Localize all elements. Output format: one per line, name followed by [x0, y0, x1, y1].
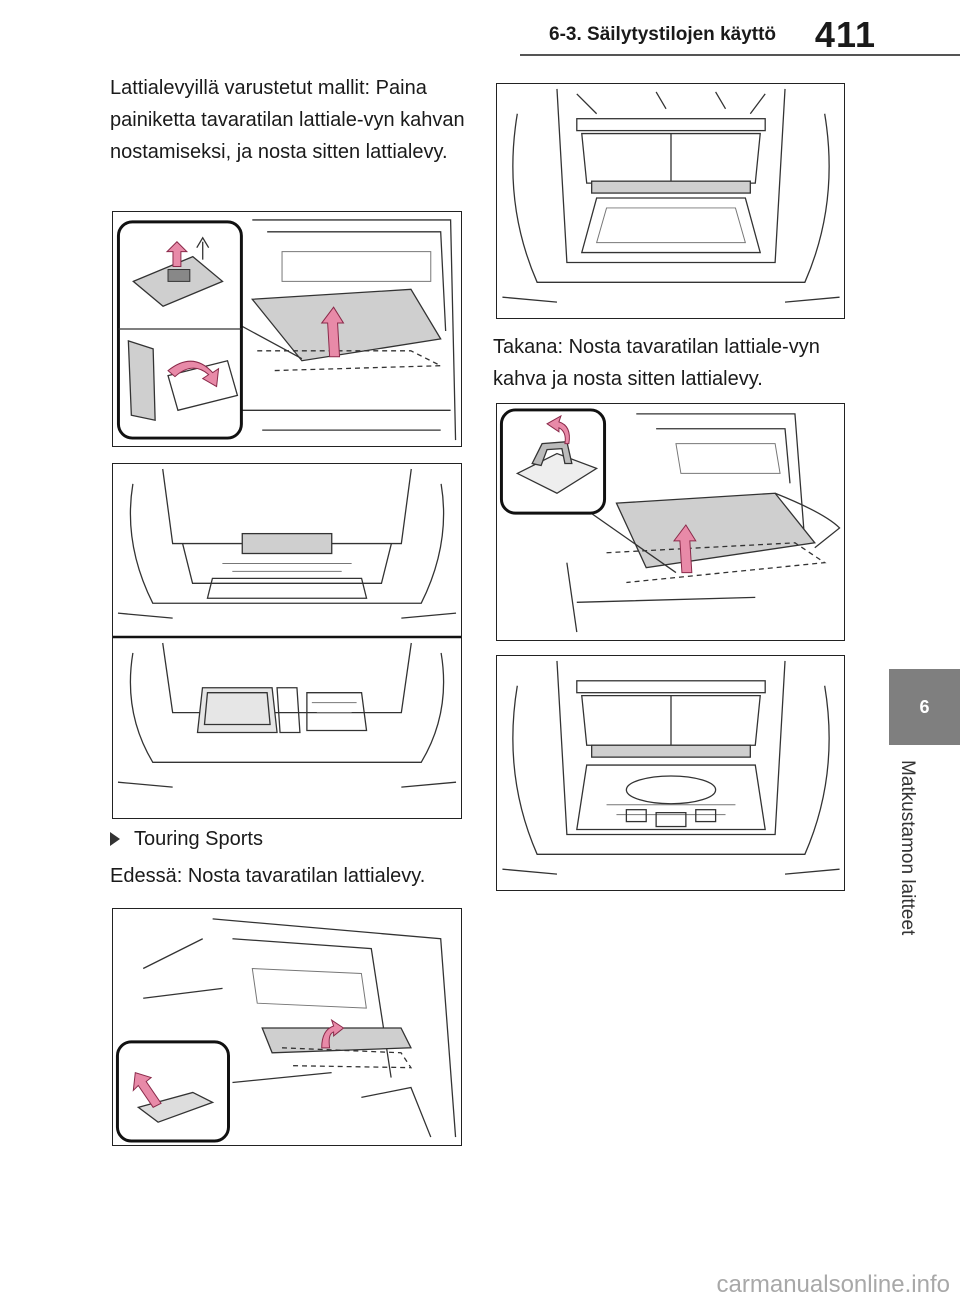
figure-front-deck-board: [112, 908, 462, 1146]
figure-rear-floor-handle: [496, 403, 845, 641]
chapter-tab[interactable]: 6: [889, 669, 960, 745]
cargo-floor-open-illustration: [113, 468, 461, 788]
figure-deck-board-lift: [112, 211, 462, 447]
figure-touring-cargo-closed: [496, 83, 845, 319]
triangle-bullet-icon: [110, 832, 120, 846]
chapter-title: Matkustamon laitteet: [897, 760, 918, 936]
touring-sports-heading: Touring Sports: [110, 823, 470, 855]
page-number: 411: [814, 14, 876, 55]
rear-floor-handle-illustration: [499, 408, 841, 633]
instruction-front-floor: Edessä: Nosta tavaratilan lattialevy.: [110, 865, 426, 887]
figure-cargo-floor-open: [112, 463, 462, 819]
bullet-heading-label: Touring Sports: [134, 828, 263, 850]
figure-touring-cargo-open: [496, 655, 845, 891]
section-title: 6-3. Säilytystilojen käyttö: [549, 24, 777, 45]
deck-board-lift-illustration: [116, 219, 457, 441]
header-rule: [520, 54, 960, 56]
touring-cargo-open-illustration: [502, 660, 840, 875]
touring-cargo-closed-illustration: [502, 88, 840, 303]
watermark: carmanualsonline.info: [716, 1271, 950, 1298]
chapter-number: 6: [919, 697, 930, 717]
chapter-title-vertical: Matkustamon laitteet: [894, 760, 920, 960]
instruction-floor-board-button: Lattialevyillä varustetut mallit: Paina …: [110, 77, 465, 163]
front-deck-board-illustration: [115, 918, 457, 1143]
instruction-rear-floor: Takana: Nosta tavaratilan lattiale-vyn k…: [493, 336, 820, 390]
